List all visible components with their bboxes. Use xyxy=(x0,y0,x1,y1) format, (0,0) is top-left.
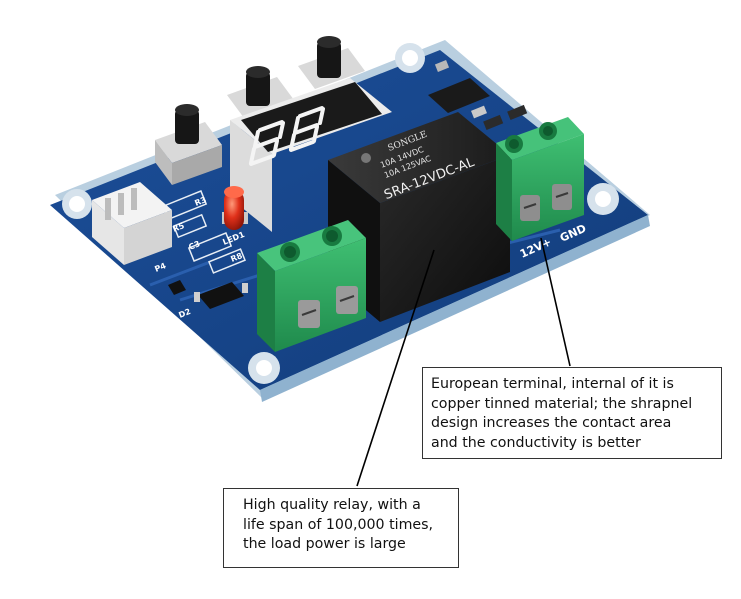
label-r3: R3 xyxy=(193,195,207,208)
jst-connector xyxy=(92,182,172,265)
callout-terminal: European terminal, internal of it is cop… xyxy=(422,367,722,459)
transistor-symbol xyxy=(168,280,186,295)
callout-terminal-line: European terminal, internal of it is xyxy=(431,376,674,392)
mounting-hole xyxy=(587,183,619,215)
pointer-line-relay xyxy=(356,249,435,487)
callout-terminal-line: design increases the contact area xyxy=(431,415,672,431)
terminal-block-power xyxy=(496,117,584,241)
label-c3: C3 xyxy=(187,239,201,252)
callout-terminal-line: copper tinned material; the shrapnel xyxy=(431,395,693,412)
callout-relay: High quality relay, with a life span of … xyxy=(223,488,459,568)
smd-diode xyxy=(194,282,248,309)
pointer-line-terminal xyxy=(540,237,571,367)
mounting-hole xyxy=(395,43,425,73)
red-led xyxy=(222,186,248,230)
smd-chip xyxy=(428,60,490,119)
callout-relay-line: the load power is large xyxy=(243,536,406,552)
callout-relay-line: High quality relay, with a xyxy=(243,497,421,513)
push-button xyxy=(155,104,222,185)
label-diode: D2 xyxy=(177,307,192,320)
smd-resistor xyxy=(483,104,528,131)
label-port: P4 xyxy=(153,261,167,274)
mounting-hole xyxy=(62,189,92,219)
push-button xyxy=(298,36,365,89)
mounting-hole xyxy=(248,352,280,384)
relay: SONGLE 10A 14VDC 10A 125VAC SRA-12VDC-AL xyxy=(328,112,510,322)
label-r5: R5 xyxy=(171,221,186,234)
push-button xyxy=(227,66,294,118)
terminal-block-load xyxy=(257,220,366,352)
callout-relay-line: life span of 100,000 times, xyxy=(243,516,434,533)
callout-terminal-line: and the conductivity is better xyxy=(431,434,641,451)
label-r8: R8 xyxy=(229,251,244,264)
